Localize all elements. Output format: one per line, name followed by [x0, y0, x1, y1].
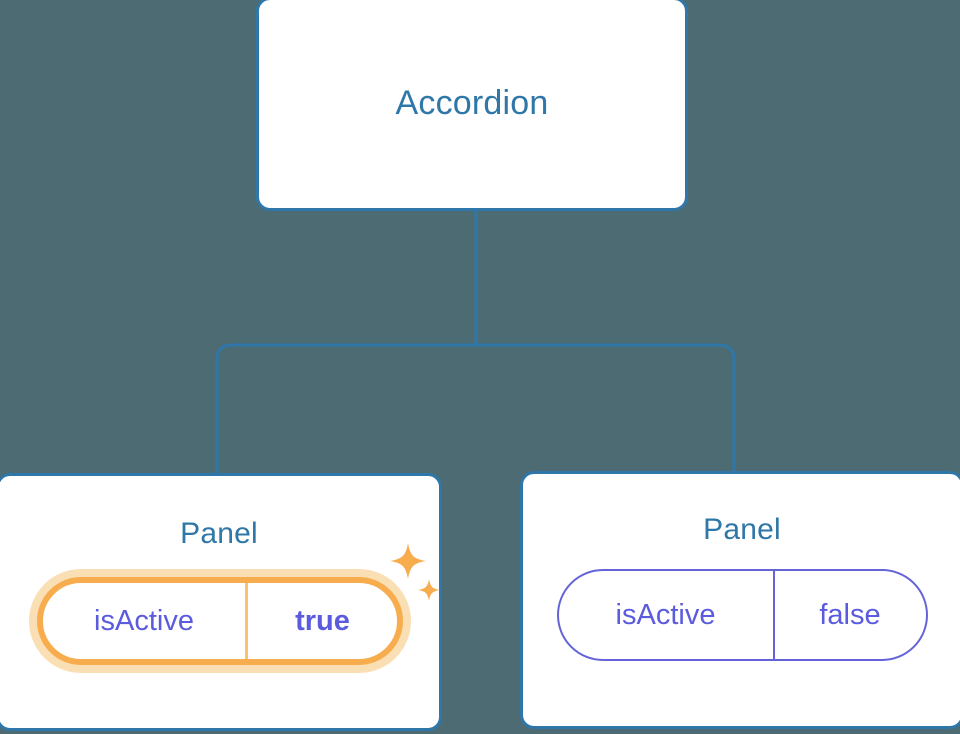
prop-pill-isactive-false[interactable]: isActive false [556, 569, 928, 661]
connector-branch-right [476, 343, 736, 471]
panel-right-content: Panel isActive false [523, 474, 960, 726]
node-panel-right[interactable]: Panel isActive false [520, 471, 960, 729]
node-panel-left[interactable]: Panel isActive true [0, 473, 442, 731]
panel-left-content: Panel isActive true [0, 476, 439, 728]
prop-pill-highlight-glow: isActive true [29, 569, 411, 673]
prop-key: isActive [615, 598, 716, 631]
prop-value: true [245, 583, 397, 659]
prop-key: isActive [94, 604, 194, 637]
node-accordion[interactable]: Accordion [256, 0, 688, 211]
node-accordion-title: Accordion [395, 84, 549, 123]
prop-value: false [772, 571, 926, 659]
node-panel-right-title: Panel [703, 513, 781, 546]
prop-pill-isactive-true[interactable]: isActive true [37, 577, 403, 665]
node-panel-left-title: Panel [180, 517, 258, 550]
connector-branch-left [215, 343, 476, 473]
